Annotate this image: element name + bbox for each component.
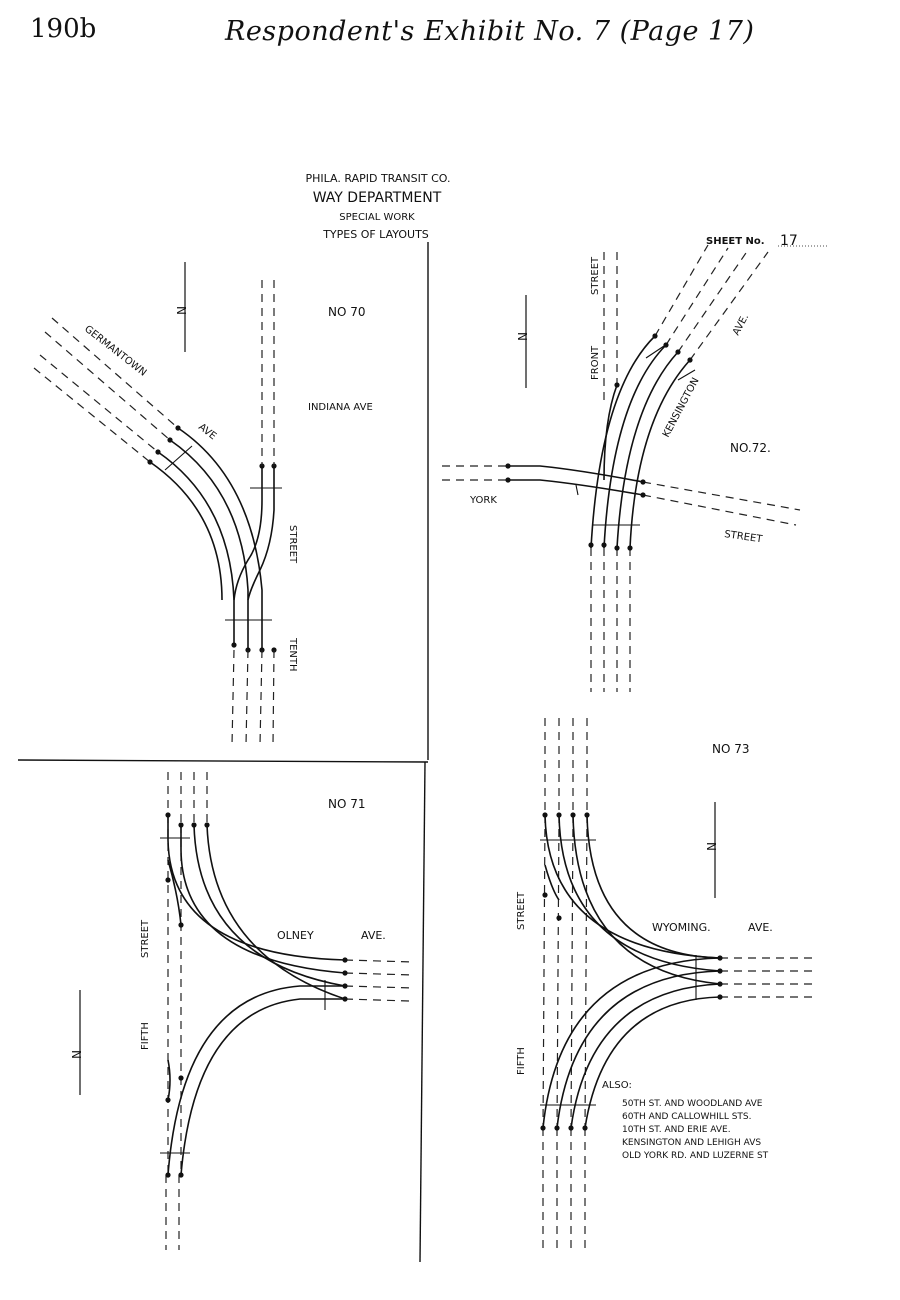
north-arrow-label-73: N	[704, 842, 718, 851]
layout-no-73: NO 73 N	[516, 718, 818, 1250]
layout-70-id: NO 70	[328, 305, 366, 319]
also-label: ALSO:	[602, 1080, 632, 1091]
street-front-street: STREET	[590, 256, 601, 295]
street-olney: OLNEY	[277, 929, 314, 942]
title-types-of-layouts: TYPES OF LAYOUTS	[322, 228, 429, 241]
street-wyoming-ave: AVE.	[748, 921, 773, 934]
layout-73-id: NO 73	[712, 742, 750, 756]
street-york-street: STREET	[724, 529, 764, 545]
street-germantown: GERMANTOWN	[82, 324, 148, 379]
page-header: Respondent's Exhibit No. 7 (Page 17)	[225, 16, 755, 47]
also-line-2: 60TH AND CALLOWHILL STS.	[622, 1112, 752, 1122]
street-kensington-ave: AVE.	[731, 312, 751, 337]
street-fifth-street-73: STREET	[516, 891, 527, 930]
street-kensington: KENSINGTON	[661, 376, 702, 439]
north-arrow-label-72: N	[515, 332, 529, 341]
street-olney-ave: AVE.	[361, 929, 386, 942]
layout-no-71: NO 71 N OLNEY AVE.	[69, 772, 415, 1250]
title-department: WAY DEPARTMENT	[313, 190, 442, 206]
layout-no-70: NO 70 N GERMANTOWN AVE INDIANA AVE	[33, 262, 373, 746]
street-tenth-street: STREET	[287, 525, 298, 564]
street-wyoming: WYOMING.	[652, 921, 711, 934]
page-number: 190b	[30, 14, 97, 44]
divider-vertical-bottom	[419, 761, 426, 1263]
north-arrow-label-71: N	[69, 1050, 83, 1059]
also-line-3: 10TH ST. AND ERIE AVE.	[622, 1125, 731, 1135]
north-arrow-label-70: N	[174, 306, 188, 315]
street-york: YORK	[469, 495, 497, 506]
street-tenth: TENTH	[287, 637, 298, 672]
sheet-number: 17	[780, 233, 798, 249]
also-line-1: 50TH ST. AND WOODLAND AVE	[622, 1099, 763, 1109]
sheet-label: SHEET No.	[706, 236, 765, 247]
street-fifth-street-71: STREET	[140, 919, 151, 958]
title-company: PHILA. RAPID TRANSIT CO.	[306, 172, 451, 185]
street-indiana-ave: INDIANA AVE	[308, 402, 373, 413]
divider-horizontal	[17, 759, 429, 763]
street-germantown-ave: AVE	[196, 422, 218, 443]
layout-72-id: NO.72.	[730, 441, 771, 455]
street-fifth-73: FIFTH	[516, 1047, 527, 1075]
street-front: FRONT	[590, 345, 601, 380]
layout-71-id: NO 71	[328, 797, 366, 811]
street-fifth-71: FIFTH	[140, 1022, 151, 1050]
also-line-5: OLD YORK RD. AND LUZERNE ST	[622, 1151, 769, 1161]
layout-no-72: NO.72. N	[442, 244, 801, 692]
also-line-4: KENSINGTON AND LEHIGH AVS	[622, 1138, 761, 1148]
title-special-work: SPECIAL WORK	[339, 212, 415, 223]
